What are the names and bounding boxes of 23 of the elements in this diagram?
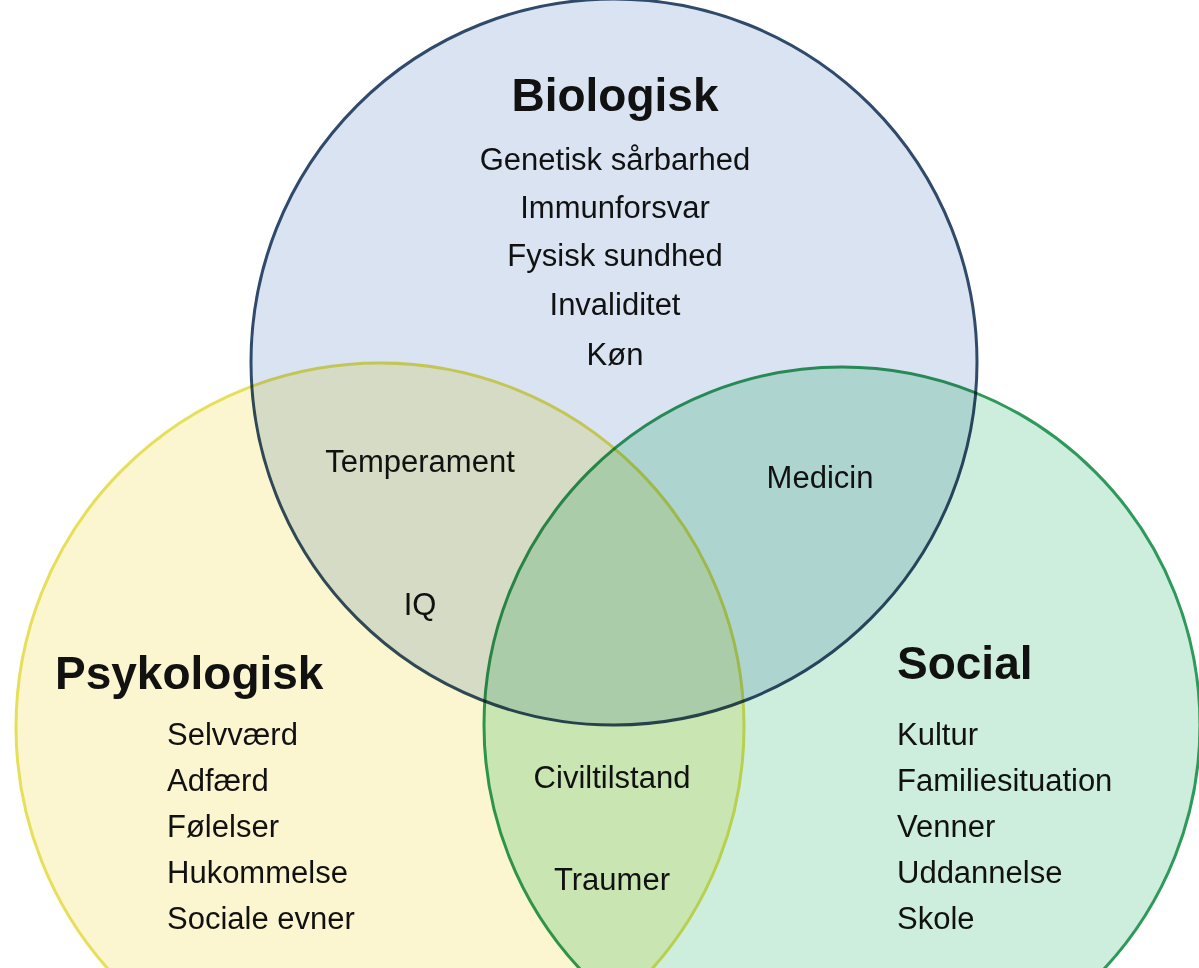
factor-label: Kultur <box>897 717 978 753</box>
factor-label: Invaliditet <box>549 287 681 323</box>
factor-label: Følelser <box>167 809 279 845</box>
overlap-label: Medicin <box>766 460 874 496</box>
factor-label: Selvværd <box>167 717 298 753</box>
factor-label: Sociale evner <box>167 901 355 937</box>
factor-label: Venner <box>897 809 996 845</box>
factor-label: Hukommelse <box>167 855 348 891</box>
overlap-label: Temperament <box>325 444 515 480</box>
factor-label: Fysisk sundhed <box>507 238 723 274</box>
overlap-label: Civiltilstand <box>533 760 691 796</box>
factor-label: Immunforsvar <box>520 190 710 226</box>
factor-label: Skole <box>897 901 975 937</box>
overlap-label: IQ <box>403 587 437 623</box>
factor-label: Køn <box>586 337 644 373</box>
factor-label: Adfærd <box>167 763 269 799</box>
circle-heading: Social <box>897 636 1033 690</box>
overlap-label: Traumer <box>554 862 670 898</box>
factor-label: Uddannelse <box>897 855 1063 891</box>
factor-label: Familiesituation <box>897 763 1113 799</box>
circle-heading: Biologisk <box>511 68 719 122</box>
circle-heading: Psykologisk <box>55 646 324 700</box>
factor-label: Genetisk sårbarhed <box>479 142 751 178</box>
